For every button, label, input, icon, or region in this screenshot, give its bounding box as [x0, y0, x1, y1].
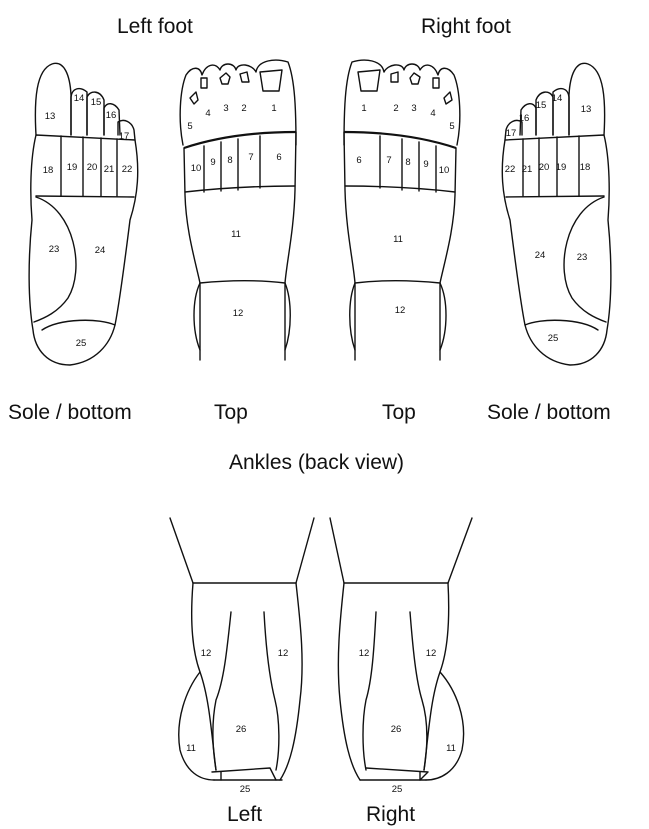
zone-label: 11 [393, 234, 403, 245]
zone-label: 24 [95, 245, 106, 256]
zone-label: 14 [74, 93, 85, 104]
zone-label: 20 [539, 162, 550, 173]
zone-label: 11 [446, 743, 456, 754]
zone-label: 11 [231, 229, 241, 240]
zone-label: 3 [223, 103, 228, 114]
zone-label: 25 [392, 784, 403, 795]
zone-label: 7 [248, 152, 253, 163]
zone-label: 10 [439, 165, 450, 176]
zone-label: 15 [91, 97, 102, 108]
zone-label: 21 [104, 164, 115, 175]
zone-label: 15 [536, 100, 547, 111]
zone-label: 12 [278, 648, 289, 659]
zone-label: 25 [548, 333, 559, 344]
left-sole-outline [29, 63, 138, 365]
zone-label: 9 [423, 159, 428, 170]
zone-label: 18 [43, 165, 54, 176]
zone-label: 5 [187, 121, 192, 132]
right-sole-zone-labels: 13 14 15 16 17 18 19 20 21 22 23 24 25 [505, 93, 592, 344]
zone-label: 22 [505, 164, 516, 175]
zone-label: 20 [87, 162, 98, 173]
zone-label: 13 [45, 111, 56, 122]
zone-label: 12 [359, 648, 370, 659]
zone-label: 23 [49, 244, 60, 255]
zone-label: 4 [430, 108, 435, 119]
zone-label: 12 [233, 308, 244, 319]
zone-label: 8 [227, 155, 232, 166]
zone-label: 17 [119, 131, 130, 142]
zone-label: 7 [386, 155, 391, 166]
zone-label: 3 [411, 103, 416, 114]
zone-label: 14 [552, 93, 563, 104]
zone-label: 16 [519, 113, 530, 124]
zone-label: 23 [577, 252, 588, 263]
left-ankle-outline [170, 518, 314, 780]
zone-label: 21 [522, 164, 533, 175]
zone-label: 9 [210, 157, 215, 168]
zone-label: 25 [76, 338, 87, 349]
zone-label: 26 [236, 724, 247, 735]
zone-label: 12 [201, 648, 212, 659]
zone-label: 16 [106, 110, 117, 121]
zone-label: 25 [240, 784, 251, 795]
zone-label: 6 [276, 152, 281, 163]
zone-label: 8 [405, 157, 410, 168]
zone-label: 12 [426, 648, 437, 659]
zone-label: 1 [271, 103, 276, 114]
zone-label: 22 [122, 164, 133, 175]
zone-label: 18 [580, 162, 591, 173]
zone-label: 5 [449, 121, 454, 132]
zone-label: 19 [67, 162, 78, 173]
right-sole-outline [502, 63, 611, 365]
zone-label: 2 [241, 103, 246, 114]
zone-label: 1 [361, 103, 366, 114]
zone-label: 6 [356, 155, 361, 166]
zone-label: 19 [556, 162, 567, 173]
zone-label: 12 [395, 305, 406, 316]
zone-label: 2 [393, 103, 398, 114]
zone-label: 4 [205, 108, 210, 119]
zone-label: 24 [535, 250, 546, 261]
zone-label: 17 [506, 128, 517, 139]
right-ankle-outline [330, 518, 472, 780]
zone-label: 26 [391, 724, 402, 735]
zone-label: 13 [581, 104, 592, 115]
zone-label: 11 [186, 743, 196, 754]
zone-label: 10 [191, 163, 202, 174]
